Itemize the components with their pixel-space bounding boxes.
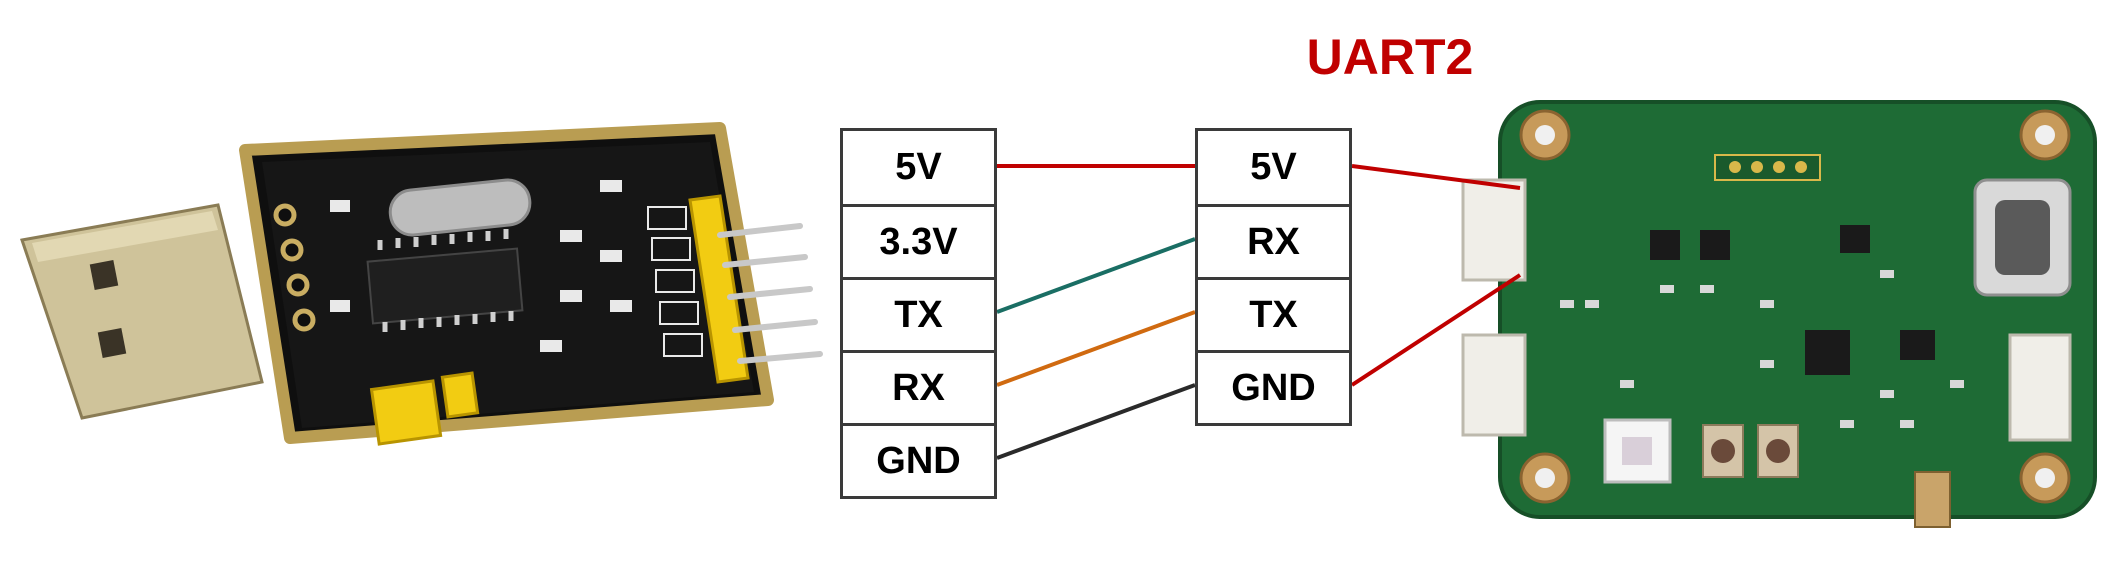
wire-board-5v [1351, 164, 1521, 190]
right-pin-5v: 5V [1250, 146, 1297, 188]
left-pin-rx: RX [843, 350, 994, 423]
uart2-pin-table: 5V RX TX GND [1195, 128, 1352, 426]
wire-board-gnd [1350, 273, 1522, 387]
controller-board-image [1461, 100, 2097, 528]
left-pin-5v: 5V [895, 146, 942, 188]
usb-a-plug [20, 203, 264, 420]
uart2-title: UART2 [1306, 29, 1474, 85]
left-pin-3v3: 3.3V [843, 204, 994, 277]
right-pin-tx: TX [1198, 277, 1349, 350]
wire-rx-to-tx [996, 310, 1196, 387]
wire-gnd-to-gnd [996, 383, 1196, 460]
adapter-pcb [239, 122, 823, 446]
usb-ttl-adapter-image [20, 122, 823, 446]
left-pin-gnd: GND [843, 423, 994, 496]
wire-tx-to-rx [996, 237, 1196, 314]
usb-ttl-pin-table: 5V 3.3V TX RX GND [840, 128, 997, 499]
right-pin-rx: RX [1198, 204, 1349, 277]
right-pin-gnd: GND [1198, 350, 1349, 423]
left-pin-tx: TX [843, 277, 994, 350]
wires [996, 164, 1522, 460]
